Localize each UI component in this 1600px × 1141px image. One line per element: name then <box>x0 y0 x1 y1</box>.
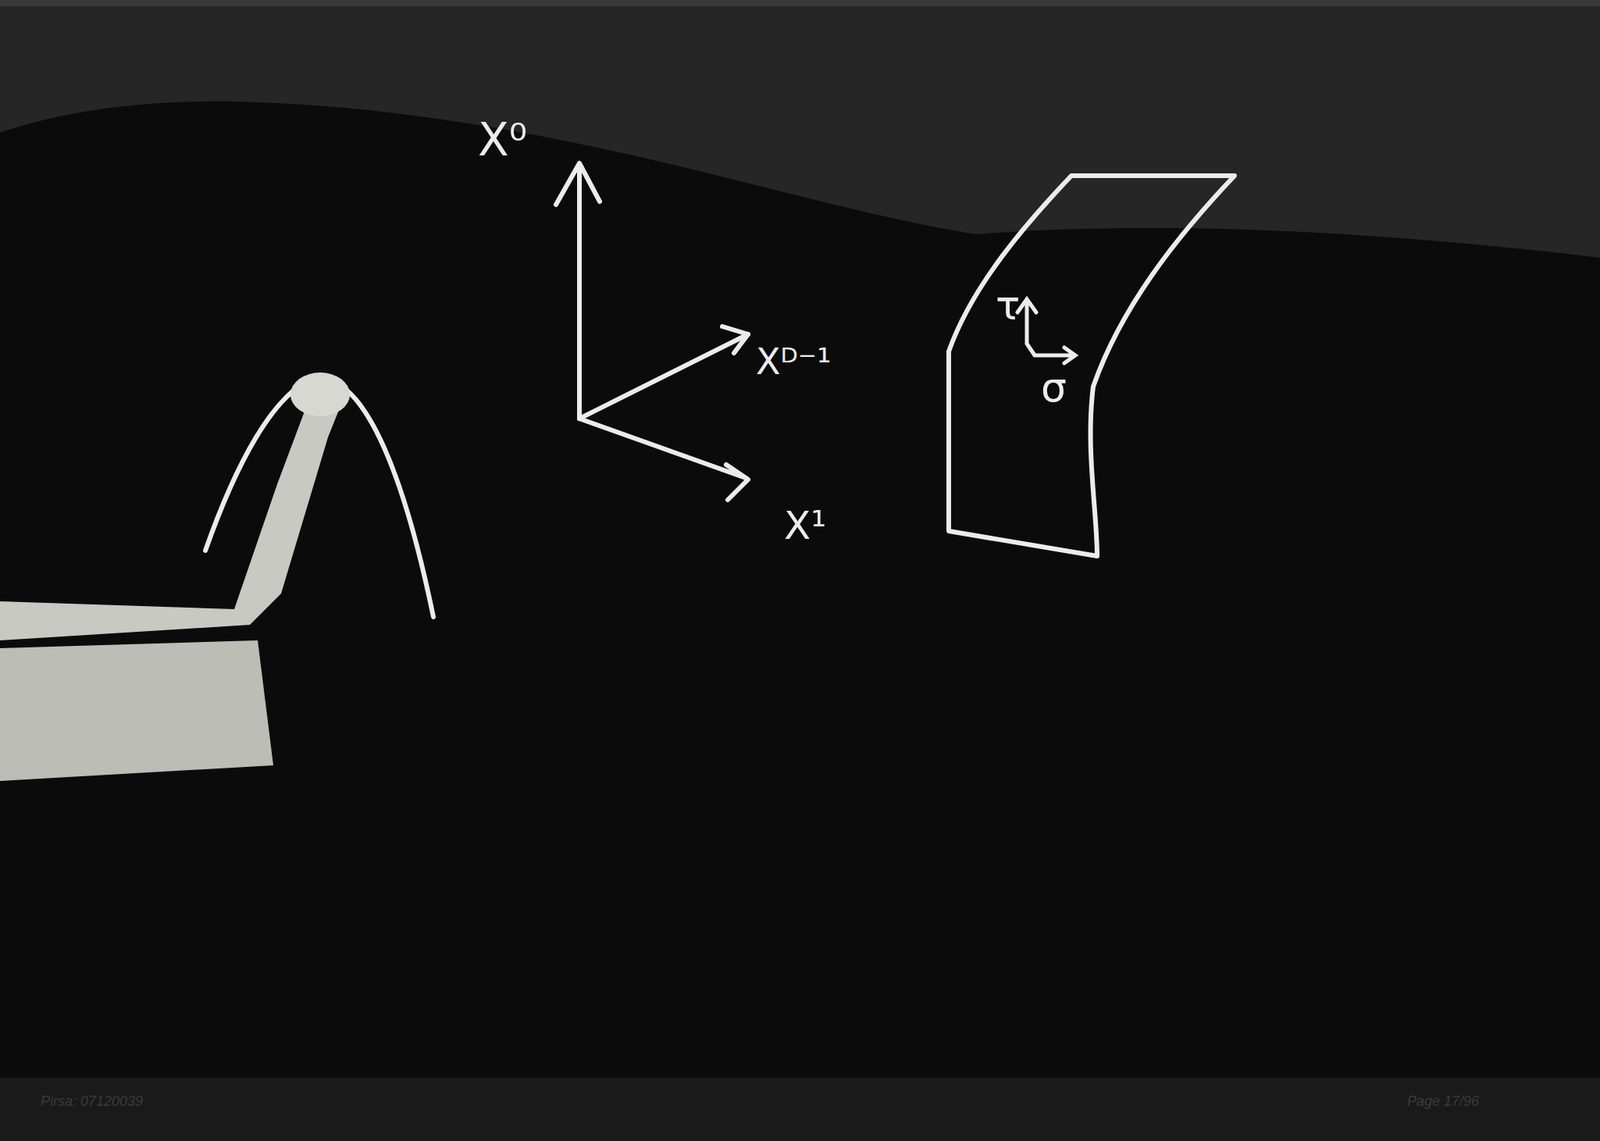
axis-label: X¹ <box>783 506 827 546</box>
axis-label: Xᴰ⁻¹ <box>755 343 832 380</box>
worldsheet-coordinate: σ <box>1040 367 1067 408</box>
worldsheet-shape: τσ <box>940 167 1246 567</box>
footer-note: Pirsa: 07120039 <box>40 1093 143 1110</box>
worldsheet-outline <box>940 167 1246 567</box>
footer-note: Page 17/96 <box>1407 1093 1479 1110</box>
axis-label: X⁰ <box>477 117 528 163</box>
worldsheet-coordinate: τ <box>995 285 1020 326</box>
